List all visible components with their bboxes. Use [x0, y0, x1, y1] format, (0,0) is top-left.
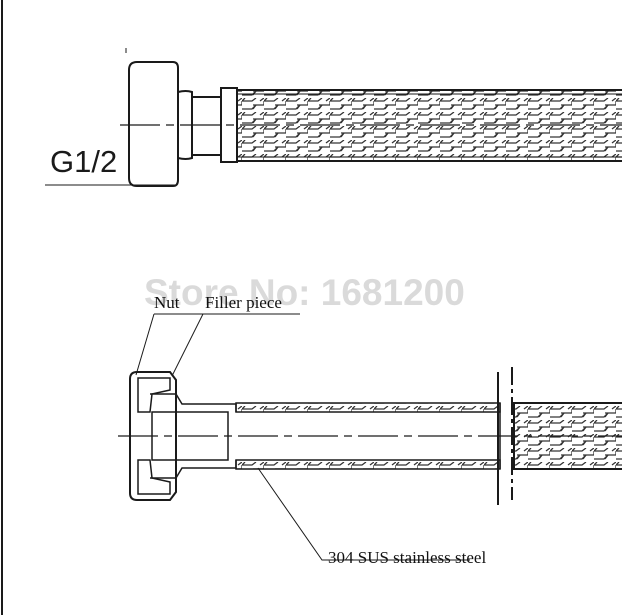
top-nut — [128, 61, 179, 187]
store-watermark: Store No: 1681200 — [144, 272, 465, 313]
hose-material-label: 304 SUS stainless steel — [328, 548, 487, 567]
section-nut-thread-top — [137, 377, 171, 413]
thread-size-label: G1/2 — [50, 144, 118, 179]
section-nut-thread-bottom — [137, 459, 171, 495]
nut-leader — [135, 313, 155, 376]
section-hose-wall-top — [235, 402, 501, 413]
section-hose-wall-bottom — [235, 459, 501, 470]
section-insert-lower — [150, 460, 237, 479]
section-insert-upper — [150, 393, 237, 412]
filler-leader — [171, 313, 204, 377]
filler-piece-label: Filler piece — [205, 293, 282, 312]
top-ferrule — [191, 96, 222, 156]
nut-label: Nut — [154, 293, 180, 312]
steel-leader — [257, 467, 470, 561]
section-nut-outer — [129, 371, 177, 501]
section-fitting-view — [118, 313, 622, 561]
top-fitting-view — [45, 48, 622, 187]
section-filler-piece — [151, 411, 229, 461]
